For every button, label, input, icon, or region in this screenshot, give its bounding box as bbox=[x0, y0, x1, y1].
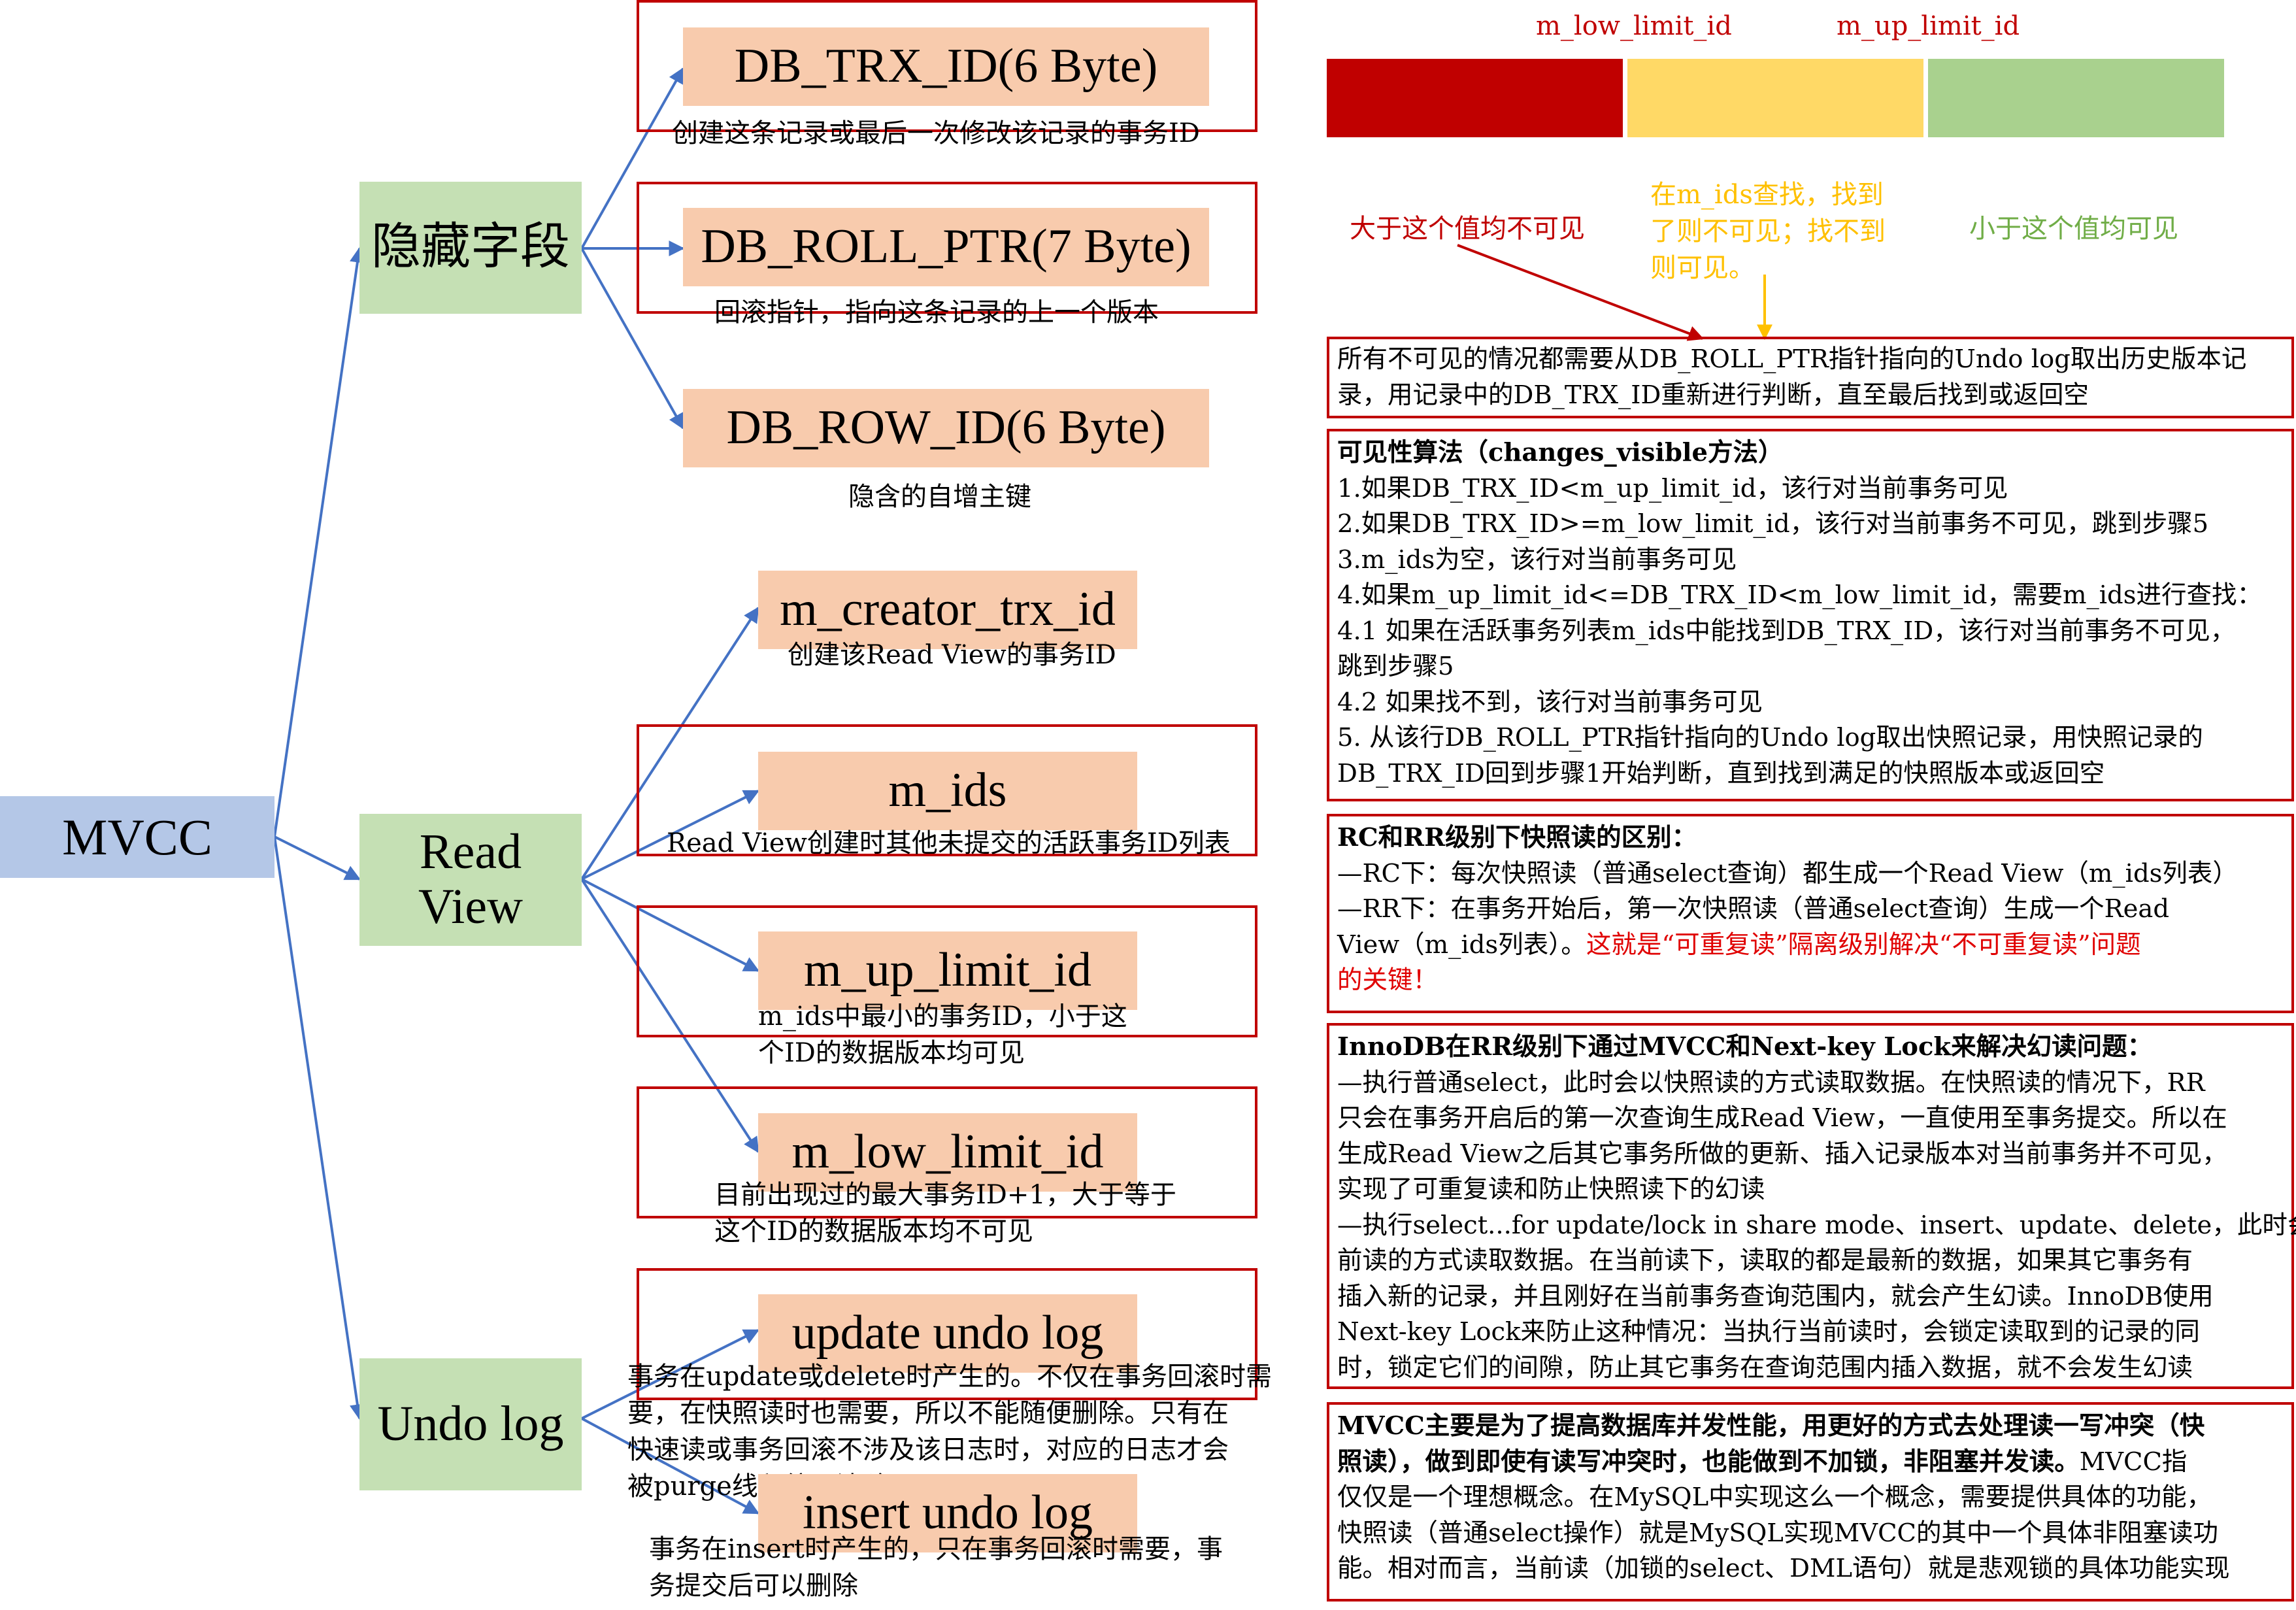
m-up-limit-id-desc-line: m_ids中最小的事务ID，小于这 bbox=[758, 1001, 1127, 1031]
m-up-limit-id-node: m_up_limit_id bbox=[758, 931, 1137, 1010]
timeline-bar-yellow bbox=[1627, 59, 1923, 137]
insert-undo-log-desc: 事务在insert时产生的，只在事务回滚时需要，事 务提交后可以删除 bbox=[649, 1531, 1223, 1604]
db-roll-ptr-desc: 回滚指针，指向这条记录的上一个版本 bbox=[714, 297, 1159, 327]
innodb-phantom-read-line: 只会在事务开启后的第一次查询生成Read View，一直使用至事务提交。所以在 bbox=[1337, 1103, 2227, 1133]
visibility-algorithm-line: 3.m_ids为空，该行对当前事务可见 bbox=[1337, 545, 1737, 575]
update-undo-log-node: update undo log bbox=[758, 1294, 1137, 1373]
rc-rr-snapshot-plain: View（m_ids列表）。 bbox=[1337, 930, 1586, 960]
insert-undo-log-desc-line: 事务在insert时产生的，只在事务回滚时需要，事 bbox=[649, 1534, 1223, 1564]
timeline-yellow-text-line: 在m_ids查找，找到 bbox=[1650, 180, 1884, 210]
undo-history-note-line: 录，用记录中的DB_TRX_ID重新进行判断，直至最后找到或返回空 bbox=[1337, 380, 2089, 410]
timeline-yellow-text: 在m_ids查找，找到 了则不可见；找不到 则可见。 bbox=[1650, 176, 1886, 286]
timeline-yellow-text-line: 则可见。 bbox=[1650, 253, 1755, 283]
timeline-green-text: 小于这个值均可见 bbox=[1969, 214, 2178, 244]
rc-rr-snapshot-box: RC和RR级别下快照读的区别： —RC下：每次快照读（普通select查询）都生… bbox=[1327, 814, 2294, 1013]
mvcc-summary-tail: MVCC指 bbox=[2079, 1447, 2188, 1477]
undo-history-note-line: 所有不可见的情况都需要从DB_ROLL_PTR指针指向的Undo log取出历史… bbox=[1337, 344, 2247, 374]
innodb-phantom-read-line: —执行select...for update/lock in share mod… bbox=[1337, 1210, 2296, 1240]
update-undo-log-desc-line: 事务在update或delete时产生的。不仅在事务回滚时需 bbox=[627, 1362, 1273, 1392]
timeline-bar-red bbox=[1327, 59, 1623, 137]
m-up-limit-id-desc-line: 个ID的数据版本均可见 bbox=[758, 1038, 1025, 1068]
visibility-algorithm-box: 可见性算法（changes_visible方法） 1.如果DB_TRX_ID<m… bbox=[1327, 429, 2294, 801]
m-creator-trx-id-node: m_creator_trx_id bbox=[758, 571, 1137, 649]
m-up-limit-id-desc: m_ids中最小的事务ID，小于这 个ID的数据版本均可见 bbox=[758, 998, 1127, 1071]
m-up-limit-id-frame bbox=[637, 905, 1257, 1037]
innodb-phantom-read-line: 时，锁定它们的间隙，防止其它事务在查询范围内插入数据，就不会发生幻读 bbox=[1337, 1352, 2193, 1383]
visibility-algorithm-line: 2.如果DB_TRX_ID>=m_low_limit_id，该行对当前事务不可见… bbox=[1337, 509, 2209, 539]
db-row-id-node: DB_ROW_ID(6 Byte) bbox=[683, 389, 1209, 467]
rc-rr-snapshot-highlight: 的关键！ bbox=[1337, 965, 1439, 995]
m-creator-trx-id-desc: 创建该Read View的事务ID bbox=[788, 640, 1116, 670]
visibility-algorithm-line: 跳到步骤5 bbox=[1337, 652, 1454, 681]
rc-rr-snapshot-line: —RR下：在事务开始后，第一次快照读（普通select查询）生成一个Read bbox=[1337, 894, 2170, 924]
m-low-limit-id-node: m_low_limit_id bbox=[758, 1113, 1137, 1192]
timeline-bar-green bbox=[1928, 59, 2224, 137]
update-undo-log-desc-line: 要，在快照读时也需要，所以不能随便删除。只有在 bbox=[627, 1398, 1229, 1428]
rc-rr-snapshot-line: —RC下：每次快照读（普通select查询）都生成一个Read View（m_i… bbox=[1337, 858, 2238, 888]
visibility-algorithm-title: 可见性算法（changes_visible方法） bbox=[1337, 438, 1784, 467]
db-roll-ptr-node: DB_ROLL_PTR(7 Byte) bbox=[683, 208, 1209, 286]
mvcc-summary-line: 照读），做到即使有读写冲突时，也能做到不加锁，非阻塞并发读。MVCC指 bbox=[1337, 1445, 2284, 1481]
m-low-limit-id-desc-line: 目前出现过的最大事务ID+1，大于等于 bbox=[714, 1180, 1176, 1210]
mvcc-summary-line: 仅仅是一个理想概念。在MySQL中实现这么一个概念，需要提供具体的功能， bbox=[1337, 1483, 2212, 1512]
db-roll-ptr-frame bbox=[637, 182, 1257, 314]
innodb-phantom-read-line: 实现了可重复读和防止快照读下的幻读 bbox=[1337, 1175, 1765, 1204]
update-undo-log-desc: 事务在update或delete时产生的。不仅在事务回滚时需 要，在快照读时也需… bbox=[627, 1358, 1272, 1505]
rc-rr-snapshot-title: RC和RR级别下快照读的区别： bbox=[1337, 823, 1697, 852]
db-row-id-desc: 隐含的自增主键 bbox=[848, 482, 1031, 512]
visibility-algorithm-line: 1.如果DB_TRX_ID<m_up_limit_id，该行对当前事务可见 bbox=[1337, 473, 2008, 503]
visibility-algorithm-line: DB_TRX_ID回到步骤1开始判断，直到找到满足的快照版本或返回空 bbox=[1337, 758, 2105, 788]
rc-rr-snapshot-line: View（m_ids列表）。这就是“可重复读”隔离级别解决“不可重复读”问题 bbox=[1337, 928, 2284, 964]
m-ids-desc: Read View创建时其他未提交的活跃事务ID列表 bbox=[667, 828, 1231, 858]
visibility-algorithm-line: 4.1 如果在活跃事务列表m_ids中能找到DB_TRX_ID，该行对当前事务不… bbox=[1337, 616, 2236, 646]
mvcc-summary-bold-line: MVCC主要是为了提高数据库并发性能，用更好的方式去处理读一写冲突（快 bbox=[1337, 1411, 2205, 1441]
mvcc-root-node: MVCC bbox=[0, 796, 275, 878]
undo-log-node: Undo log bbox=[359, 1358, 582, 1490]
innodb-phantom-read-line: 生成Read View之后其它事务所做的更新、插入记录版本对当前事务并不可见， bbox=[1337, 1139, 2227, 1169]
innodb-phantom-read-line: Next-key Lock来防止这种情况：当执行当前读时，会锁定读取到的记录的同 bbox=[1337, 1317, 2200, 1347]
insert-undo-log-node: insert undo log bbox=[758, 1474, 1137, 1552]
hidden-fields-node: 隐藏字段 bbox=[359, 182, 582, 314]
innodb-phantom-read-title: InnoDB在RR级别下通过MVCC和Next-key Lock来解决幻读问题： bbox=[1337, 1032, 2153, 1062]
innodb-phantom-read-box: InnoDB在RR级别下通过MVCC和Next-key Lock来解决幻读问题：… bbox=[1327, 1023, 2296, 1389]
innodb-phantom-read-line: —执行普通select，此时会以快照读的方式读取数据。在快照读的情况下，RR bbox=[1337, 1067, 2205, 1098]
read-view-node: Read View bbox=[359, 814, 582, 946]
update-undo-log-desc-line: 快速读或事务回滚不涉及该日志时，对应的日志才会 bbox=[627, 1435, 1229, 1465]
timeline-yellow-text-line: 了则不可见；找不到 bbox=[1650, 216, 1886, 246]
mvcc-summary-box: MVCC主要是为了提高数据库并发性能，用更好的方式去处理读一写冲突（快 照读），… bbox=[1327, 1402, 2294, 1602]
m-low-limit-id-desc-line: 这个ID的数据版本均不可见 bbox=[714, 1216, 1033, 1247]
mvcc-summary-bold-line: 照读），做到即使有读写冲突时，也能做到不加锁，非阻塞并发读。 bbox=[1337, 1447, 2080, 1477]
visibility-algorithm-line: 4.如果m_up_limit_id<=DB_TRX_ID<m_low_limit… bbox=[1337, 580, 2262, 610]
db-trx-id-node: DB_TRX_ID(6 Byte) bbox=[683, 27, 1209, 106]
m-ids-node: m_ids bbox=[758, 752, 1137, 830]
insert-undo-log-desc-line: 务提交后可以删除 bbox=[649, 1571, 858, 1601]
mvcc-summary-line: 快照读（普通select操作）就是MySQL实现MVCC的其中一个具体非阻塞读功 bbox=[1337, 1518, 2218, 1548]
visibility-algorithm-line: 4.2 如果找不到，该行对当前事务可见 bbox=[1337, 687, 1763, 717]
timeline-label-up: m_up_limit_id bbox=[1837, 11, 2020, 41]
m-low-limit-id-frame bbox=[637, 1086, 1257, 1218]
timeline-red-text: 大于这个值均不可见 bbox=[1350, 214, 1585, 244]
undo-history-note-box: 所有不可见的情况都需要从DB_ROLL_PTR指针指向的Undo log取出历史… bbox=[1327, 337, 2294, 418]
m-low-limit-id-desc: 目前出现过的最大事务ID+1，大于等于 这个ID的数据版本均不可见 bbox=[714, 1177, 1176, 1250]
visibility-algorithm-line: 5. 从该行DB_ROLL_PTR指针指向的Undo log取出快照记录，用快照… bbox=[1337, 723, 2203, 752]
update-undo-log-frame bbox=[637, 1268, 1257, 1400]
innodb-phantom-read-line: 前读的方式读取数据。在当前读下，读取的都是最新的数据，如果其它事务有 bbox=[1337, 1246, 2193, 1275]
db-trx-id-frame bbox=[637, 0, 1257, 132]
mvcc-summary-line: 能。相对而言，当前读（加锁的select、DML语句）就是悲观锁的具体功能实现 bbox=[1337, 1554, 2230, 1583]
innodb-phantom-read-line: 插入新的记录，并且刚好在当前事务查询范围内，就会产生幻读。InnoDB使用 bbox=[1337, 1281, 2214, 1311]
rc-rr-snapshot-highlight: 这就是“可重复读”隔离级别解决“不可重复读”问题 bbox=[1586, 930, 2141, 960]
m-ids-frame bbox=[637, 724, 1257, 856]
timeline-label-low: m_low_limit_id bbox=[1536, 11, 1732, 41]
db-trx-id-desc: 创建这条记录或最后一次修改该记录的事务ID bbox=[672, 118, 1200, 148]
